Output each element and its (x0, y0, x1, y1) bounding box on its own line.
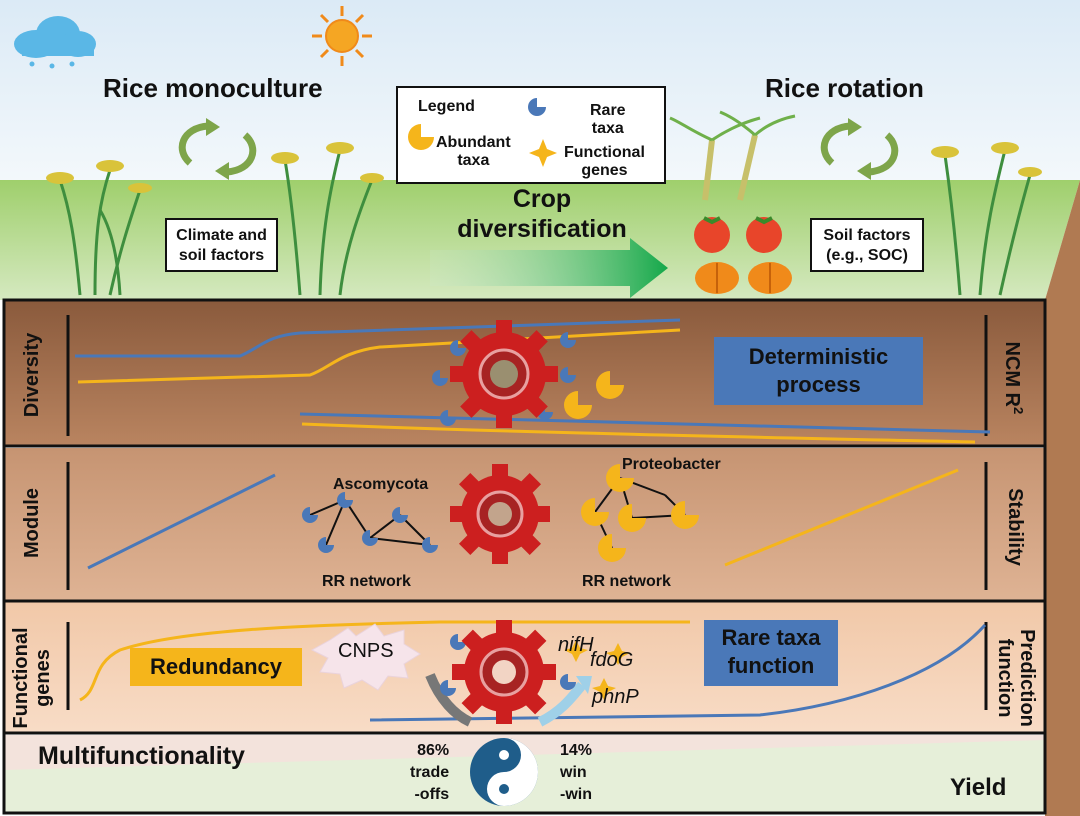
gene-phnp: phnP (592, 686, 639, 708)
gear-icon (450, 464, 550, 564)
cnps-burst-shape (310, 623, 421, 691)
tomato-pumpkin-icons (694, 216, 792, 294)
diversity-label: Diversity (21, 332, 43, 418)
sun-icon (312, 6, 372, 66)
diversity-rare-curve-top (75, 318, 681, 358)
rain-cloud-icon (14, 16, 96, 69)
legend-title: Legend (418, 98, 475, 115)
rr-network-left-label: RR network (322, 573, 411, 590)
tradeoffs-stat: 86%trade-offs (410, 742, 450, 803)
ncm-r2-label: NCM R2 (1001, 341, 1026, 415)
crop-diversification-arrow (430, 238, 668, 298)
diversity-abundant-curve-top (77, 328, 681, 384)
gear-icon (452, 620, 556, 724)
gene-fdog: fdoG (590, 649, 634, 671)
stability-label: Stability (1004, 488, 1026, 566)
diversity-rare-curve-bottom (299, 412, 991, 434)
rice-rotation-title: Rice rotation (765, 73, 924, 103)
module-abundant-trend-line (724, 468, 959, 567)
module-rare-trend-line (87, 473, 276, 570)
gear-icon (450, 320, 558, 428)
rr-network-right-nodes (581, 464, 699, 562)
diversity-abundant-curve-bottom (301, 422, 976, 444)
soil-factors-box: Soil factors(e.g., SOC) (810, 218, 924, 272)
ascomycota-label: Ascomycota (333, 476, 429, 493)
cnps-label: CNPS (338, 640, 394, 662)
module-label: Module (21, 488, 43, 558)
functional-genes-icon (529, 139, 557, 167)
rotation-cycle-icon (820, 118, 899, 180)
yin-yang-icon (470, 738, 538, 806)
monoculture-cycle-icon (178, 118, 257, 180)
yield-label: Yield (950, 774, 1007, 801)
abundant-taxa-icon (408, 124, 434, 150)
rr-network-right-label: RR network (582, 573, 671, 590)
rice-monoculture-title: Rice monoculture (103, 73, 323, 103)
rare-taxa-icon (528, 98, 546, 116)
rice-plants-illustration (46, 110, 1042, 296)
multifunctionality-label: Multifunctionality (38, 742, 245, 770)
proteobacter-label: Proteobacter (622, 456, 721, 473)
rr-network-left-nodes (302, 492, 438, 553)
gene-nifh: nifH (558, 634, 594, 656)
functional-abundant-curve (79, 620, 690, 702)
redundancy-box: Redundancy (130, 648, 302, 686)
functional-rare-curve (369, 623, 987, 722)
winwin-stat: 14%win-win (560, 742, 593, 803)
